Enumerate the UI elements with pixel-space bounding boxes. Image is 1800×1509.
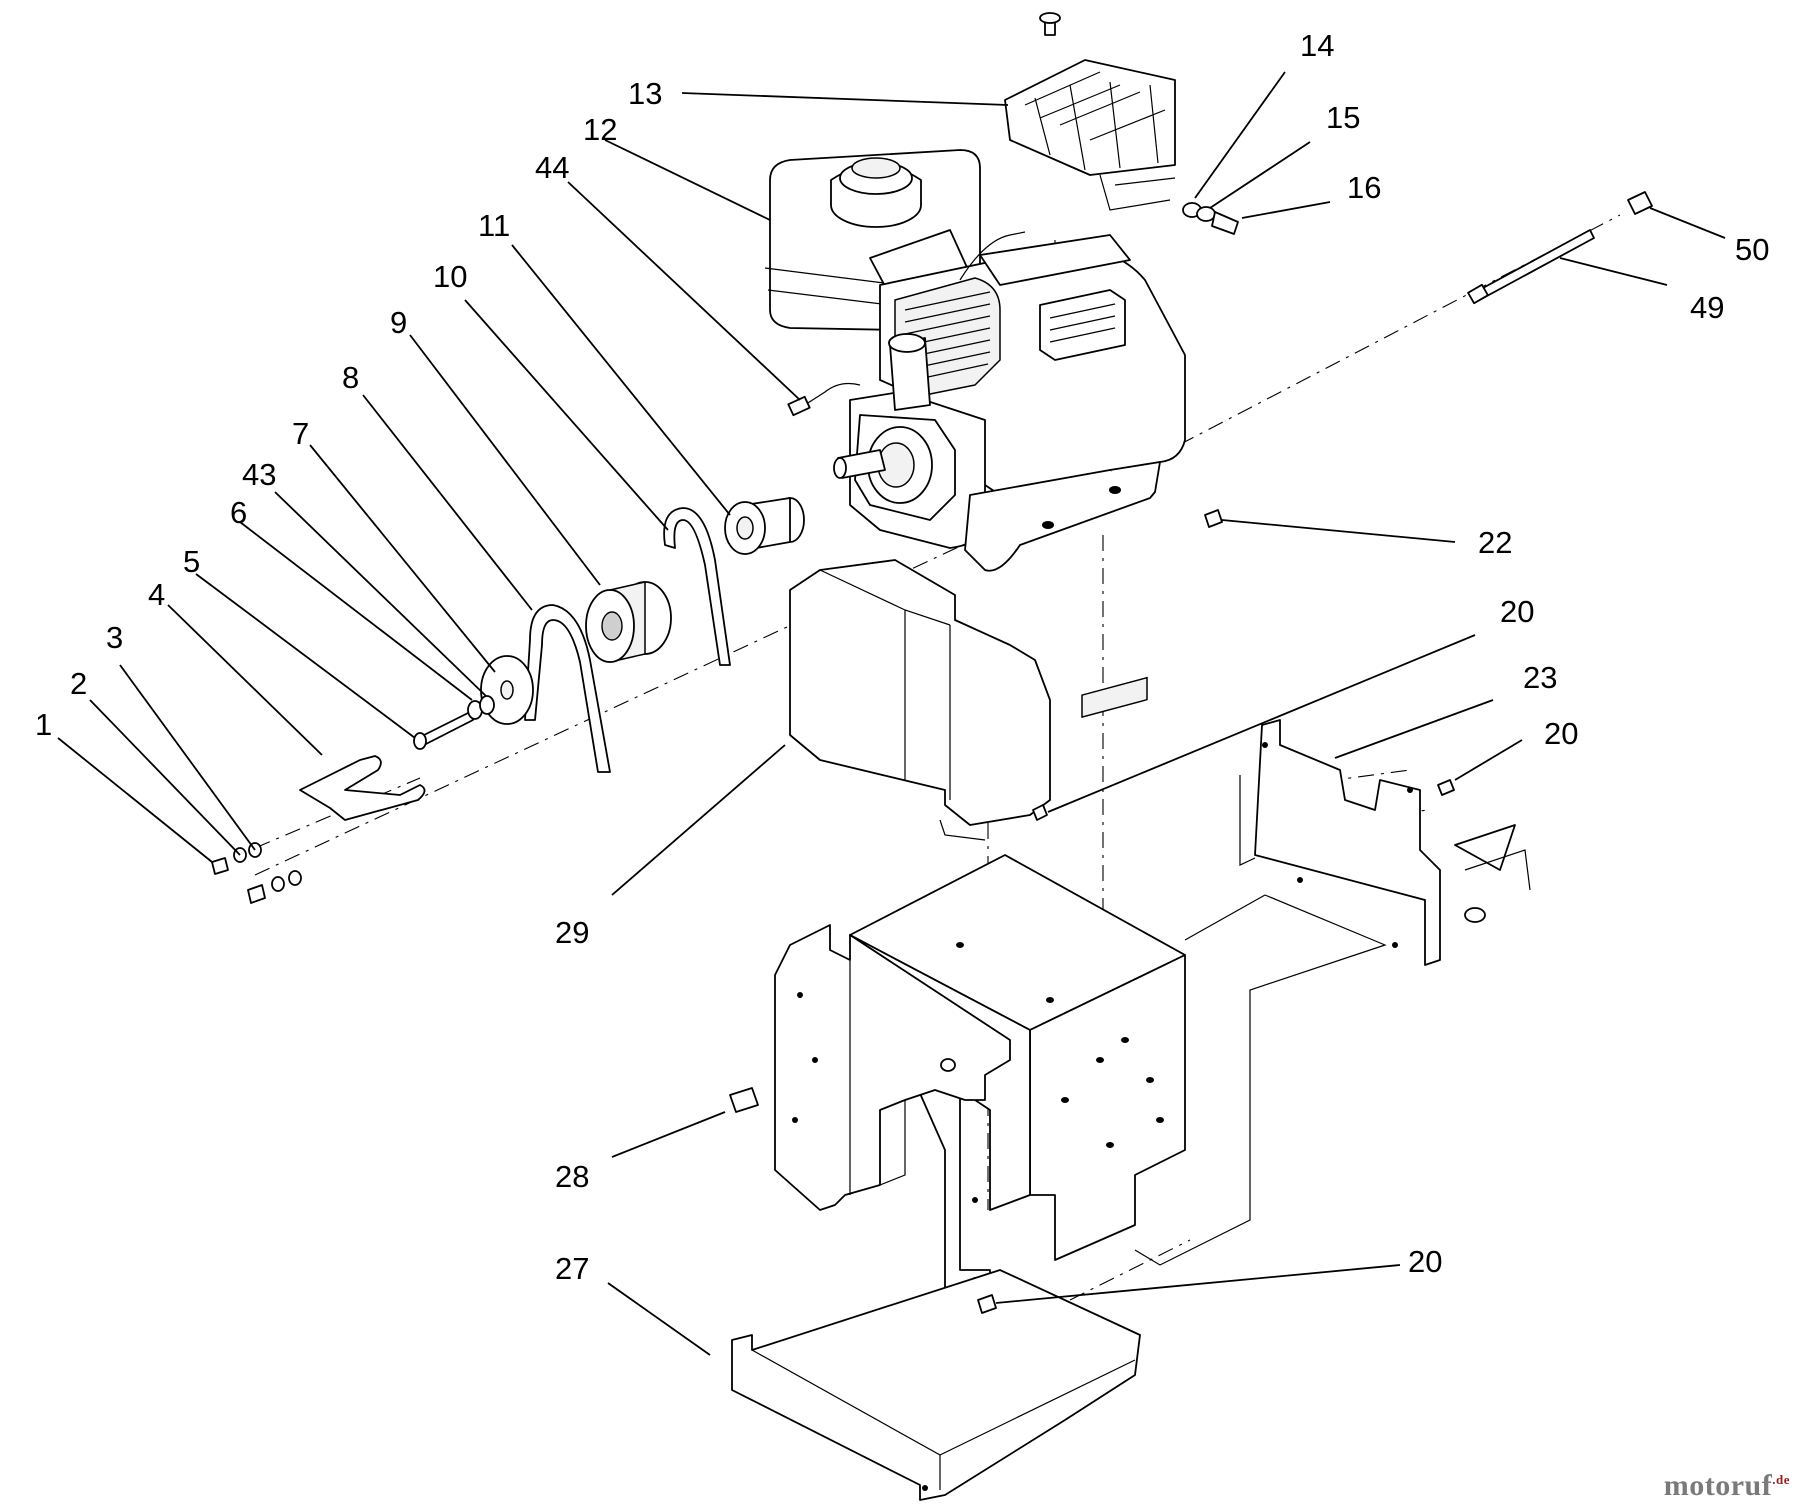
callout-15: 15	[1326, 100, 1360, 135]
callout-27: 27	[555, 1251, 589, 1286]
side-plate-23	[1239, 719, 1441, 966]
hardware-14-15-16	[1182, 202, 1239, 235]
engine-assembly	[764, 149, 1186, 572]
callout-43: 43	[242, 457, 276, 492]
callout-6: 6	[230, 495, 247, 530]
bolt-5-washers	[413, 695, 495, 750]
belt-guide-4	[211, 755, 426, 904]
callout-14: 14	[1300, 28, 1334, 63]
callout-3: 3	[106, 620, 123, 655]
bottom-tray-27	[731, 1269, 1141, 1501]
callout-8: 8	[342, 360, 359, 395]
frame-main	[774, 676, 1186, 1491]
callout-9: 9	[390, 305, 407, 340]
rod-49	[1467, 191, 1653, 305]
callout-7: 7	[292, 416, 309, 451]
belt-cover-29	[789, 559, 1051, 841]
callout-11: 11	[478, 208, 510, 243]
watermark-tld: .de	[1772, 1472, 1790, 1487]
leader-lines	[57, 71, 1726, 1356]
callout-5: 5	[183, 544, 200, 579]
callout-20-upper: 20	[1500, 594, 1534, 629]
callout-16: 16	[1347, 170, 1381, 205]
callout-29: 29	[555, 915, 589, 950]
callout-23: 23	[1523, 660, 1557, 695]
watermark-logo: motoruf.de	[1664, 1469, 1790, 1503]
callout-labels: 1 2 3 4 5 6 43 7 8 9 10 11 44 12 13 14 1…	[35, 28, 1769, 1286]
callout-44: 44	[535, 150, 569, 185]
air-cleaner-guard	[1004, 12, 1176, 211]
callout-12: 12	[583, 112, 617, 147]
watermark-text: motoruf	[1663, 1469, 1773, 1502]
callout-20-right: 20	[1544, 716, 1578, 751]
callout-49: 49	[1690, 290, 1724, 325]
callout-1: 1	[35, 707, 52, 742]
callout-13: 13	[628, 76, 662, 111]
callout-4: 4	[148, 577, 165, 612]
fasteners	[729, 509, 1455, 1314]
callout-10: 10	[433, 259, 467, 294]
callout-28: 28	[555, 1159, 589, 1194]
callout-50: 50	[1735, 232, 1769, 267]
callout-22: 22	[1478, 525, 1512, 560]
frame-rear-outline	[1134, 824, 1531, 1266]
callout-20-lower: 20	[1408, 1244, 1442, 1279]
callout-2: 2	[70, 666, 87, 701]
pulleys-and-belts	[480, 497, 805, 773]
